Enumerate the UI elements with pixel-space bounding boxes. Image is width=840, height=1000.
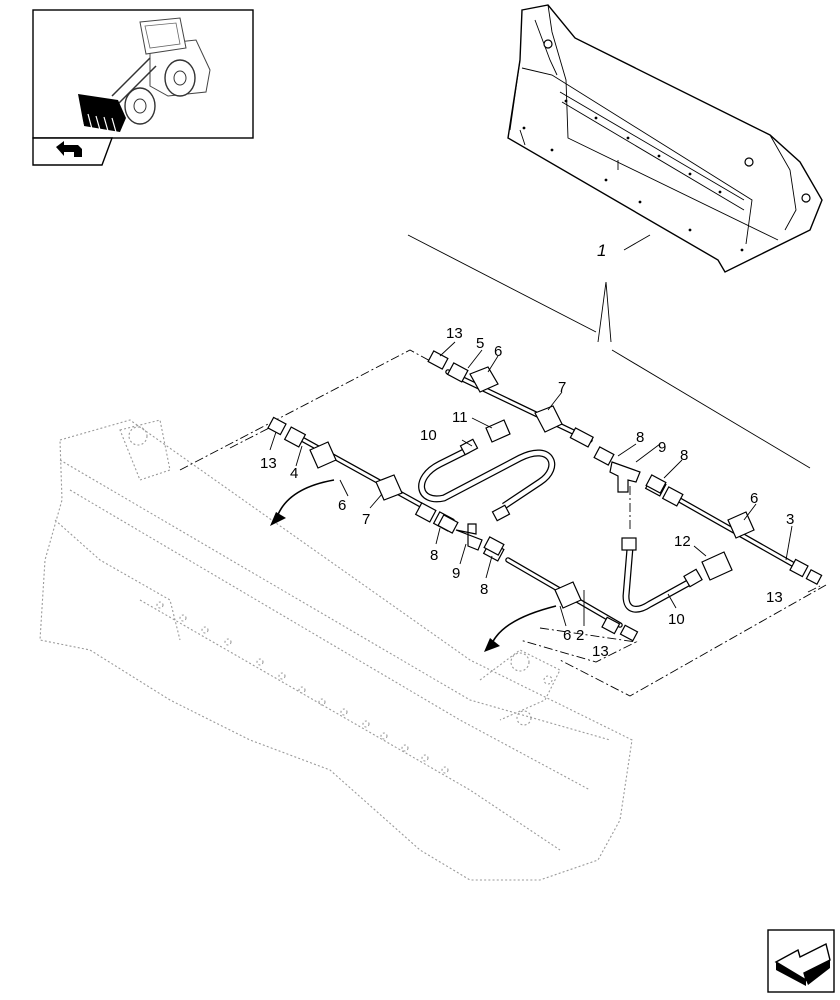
callout-2: 2 xyxy=(576,627,584,644)
bucket-outline-reference xyxy=(39,419,633,881)
callout-3: 3 xyxy=(786,511,794,528)
callout-7: 7 xyxy=(362,511,370,528)
callout-6: 6 xyxy=(338,497,346,514)
hose-bend xyxy=(621,537,733,613)
callout-10: 10 xyxy=(420,427,437,444)
callout-4: 4 xyxy=(290,465,298,482)
direction-arrow-icon xyxy=(489,605,557,649)
callout-7: 7 xyxy=(558,379,566,396)
callout-13: 13 xyxy=(592,643,609,660)
callout-1: 1 xyxy=(597,241,606,260)
callout-8: 8 xyxy=(680,447,688,464)
callout-10: 10 xyxy=(668,611,685,628)
callout-5: 5 xyxy=(476,335,484,352)
tee-fitting xyxy=(437,514,505,556)
right-pipe-assembly xyxy=(644,476,823,586)
callout-6: 6 xyxy=(563,627,571,644)
bucket-assembly xyxy=(507,4,823,273)
callout-6: 6 xyxy=(750,490,758,507)
callout-8: 8 xyxy=(636,429,644,446)
direction-arrow-icon xyxy=(275,479,335,521)
direction-arrow-icon xyxy=(484,638,500,652)
callout-8: 8 xyxy=(430,547,438,564)
previous-page-arrow-icon[interactable] xyxy=(767,929,835,993)
upper-pipe-assembly xyxy=(427,350,594,448)
back-arrow-icon[interactable] xyxy=(32,137,114,166)
callout-12: 12 xyxy=(674,533,691,550)
hose-loop xyxy=(418,419,556,522)
direction-arrow-icon xyxy=(270,512,286,526)
callout-9: 9 xyxy=(658,439,666,456)
wheel-loader-thumbnail-icon[interactable] xyxy=(32,9,254,139)
callout-8: 8 xyxy=(480,581,488,598)
callout-6: 6 xyxy=(494,343,502,360)
callout-9: 9 xyxy=(452,565,460,582)
tee-fitting xyxy=(593,446,667,494)
callout-13: 13 xyxy=(260,455,277,472)
callout-11: 11 xyxy=(452,409,468,426)
callout-13: 13 xyxy=(446,325,463,342)
callout-13: 13 xyxy=(766,589,783,606)
